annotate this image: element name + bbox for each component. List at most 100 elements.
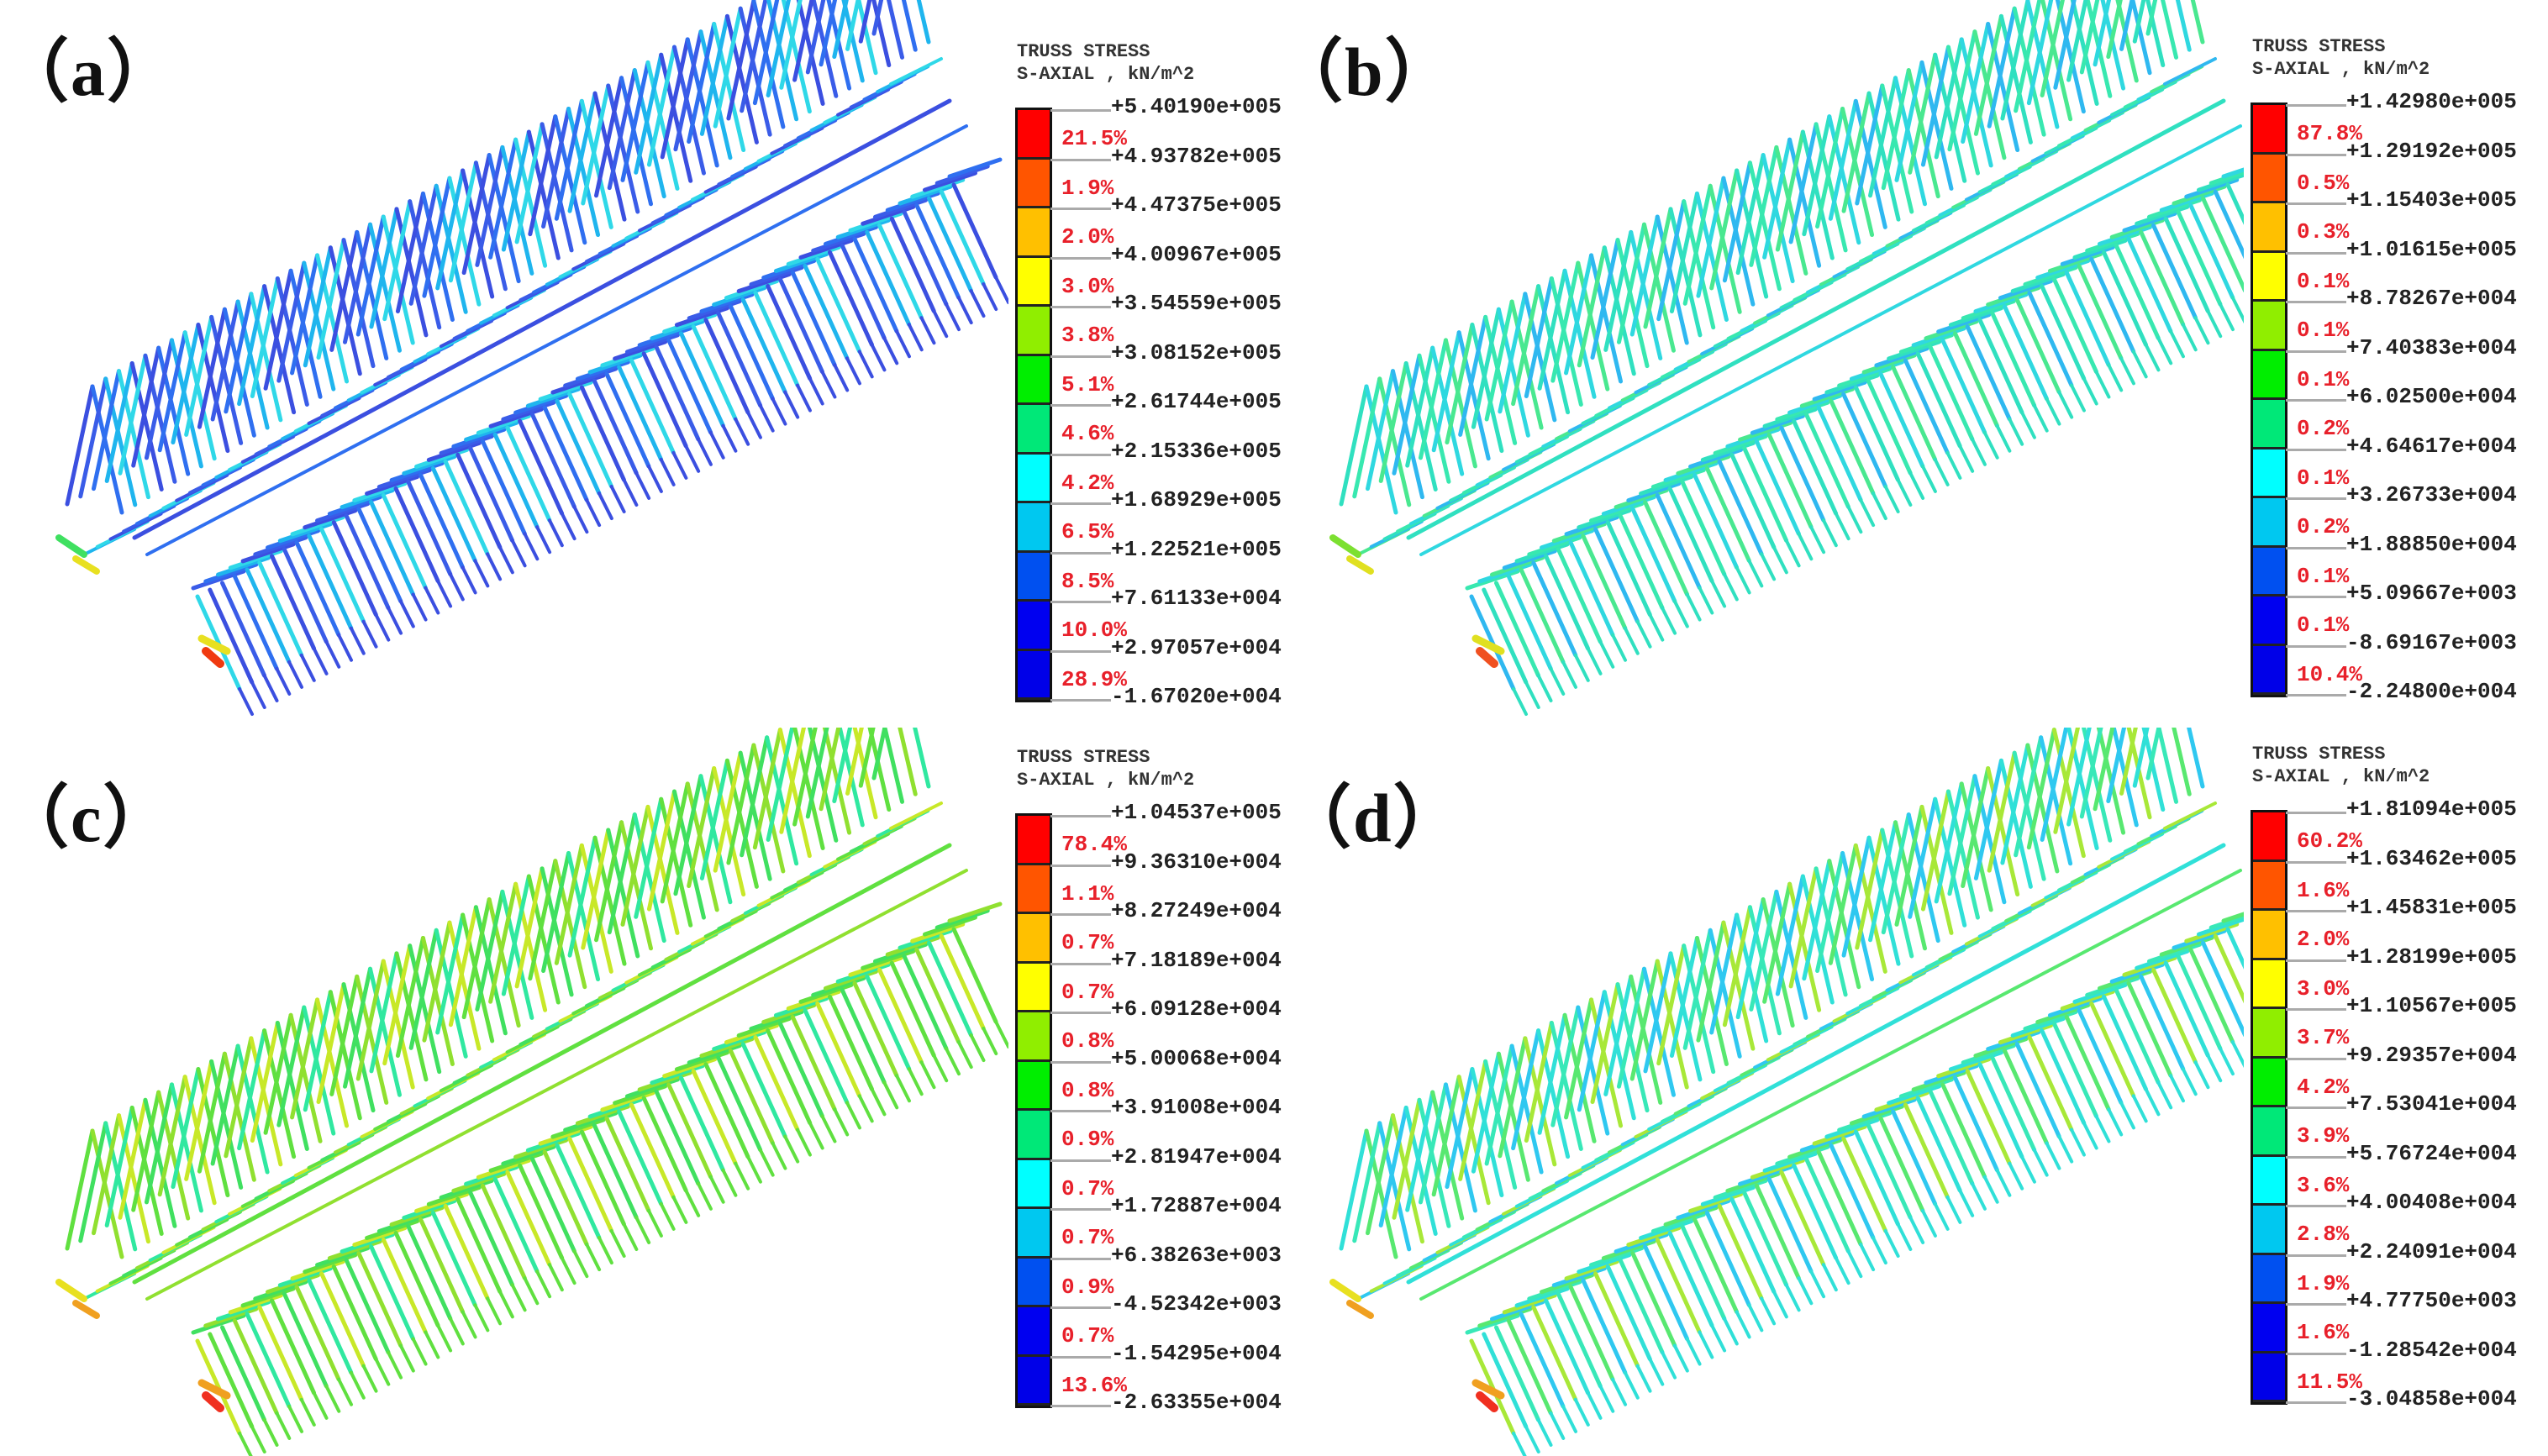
colorbar-segment	[1018, 1012, 1050, 1062]
legend-percent: 8.5%	[1061, 568, 1114, 594]
legend-value: -8.69167e+003	[2346, 629, 2517, 655]
legend-tick	[1050, 551, 1111, 555]
colorbar-segment	[1018, 307, 1050, 356]
legend-value: +7.40383e+004	[2346, 334, 2517, 360]
legend-tick	[2286, 812, 2346, 814]
legend-value: +5.00068e+004	[1111, 1045, 1282, 1071]
panel-label-c: （c）	[0, 780, 174, 856]
legend-tick	[1050, 699, 1111, 702]
legend-percent: 0.1%	[2297, 366, 2350, 392]
legend-value: +8.27249e+004	[1111, 898, 1282, 923]
legend-tick	[2286, 104, 2346, 107]
colorbar-segment	[1018, 1307, 1050, 1357]
legend-tick	[2286, 1205, 2346, 1207]
colorbar-segment	[1018, 1258, 1050, 1307]
legend-value: +1.68929e+005	[1111, 487, 1282, 512]
legend-value: +5.76724e+004	[2346, 1140, 2517, 1166]
legend-value: +1.42980e+005	[2346, 89, 2517, 114]
legend-percent: 0.7%	[1061, 930, 1114, 955]
legend-tick	[2286, 1254, 2346, 1257]
legend-percent: 0.2%	[2297, 514, 2350, 539]
legend-percent: 0.8%	[1061, 1028, 1114, 1054]
legend-tick	[1050, 962, 1111, 965]
legend-tick	[2286, 1008, 2346, 1011]
legend-percent: 3.9%	[2297, 1123, 2350, 1149]
legend-value: +1.63462e+005	[2346, 845, 2517, 871]
truss-model-plot-d	[1329, 728, 2244, 1456]
colorbar-segment	[2253, 252, 2285, 302]
legend-percent: 1.6%	[2297, 1320, 2350, 1345]
legend-value: +3.54559e+005	[1111, 291, 1282, 316]
legend-value: +7.61133e+004	[1111, 586, 1282, 611]
legend-tick	[2286, 399, 2346, 402]
legend-percent: 11.5%	[2297, 1369, 2363, 1395]
legend-percent: 60.2%	[2297, 828, 2363, 854]
legend-value: +7.18189e+004	[1111, 947, 1282, 973]
colorbar-segment	[2253, 547, 2285, 597]
legend-percent: 3.0%	[1061, 273, 1114, 299]
colorbar-segment	[2253, 959, 2285, 1009]
legend-percent: 0.7%	[1061, 979, 1114, 1005]
legend-value: +1.22521e+005	[1111, 536, 1282, 562]
legend-percent: 0.1%	[2297, 612, 2350, 638]
legend-percent: 28.9%	[1061, 666, 1128, 692]
legend-tick	[1050, 1208, 1111, 1211]
colorbar-segment	[2253, 1156, 2285, 1206]
legend-percent: 10.4%	[2297, 661, 2363, 687]
legend-value: +4.47375e+005	[1111, 192, 1282, 218]
colorbar-segment	[2253, 861, 2285, 911]
colorbar-segment	[1018, 454, 1050, 503]
colorbar-segment	[2253, 203, 2285, 253]
panel-label-a: （a）	[0, 34, 178, 110]
truss-model-plot-b	[1329, 0, 2244, 716]
colorbar-segment	[2253, 1304, 2285, 1354]
legend-tick	[1050, 1012, 1111, 1014]
legend-percent: 87.8%	[2297, 121, 2363, 146]
legend-tick	[2286, 959, 2346, 962]
legend-percent: 1.1%	[1061, 880, 1114, 907]
legend-tick	[2286, 448, 2346, 451]
legend-tick	[2286, 153, 2346, 156]
colorbar	[2251, 102, 2287, 697]
legend-value: +6.02500e+004	[2346, 384, 2517, 409]
legend-value: +1.29192e+005	[2346, 138, 2517, 164]
colorbar-segment	[2253, 302, 2285, 351]
legend-tick	[2286, 596, 2346, 598]
legend-tick	[1050, 453, 1111, 456]
colorbar-segment	[1018, 963, 1050, 1012]
legend-value: +3.08152e+005	[1111, 339, 1282, 365]
colorbar-segment	[1018, 1061, 1050, 1111]
legend-value: -1.28542e+004	[2346, 1337, 2517, 1363]
colorbar-segment	[2253, 1058, 2285, 1107]
legend-tick	[2286, 350, 2346, 353]
colorbar-segment	[2253, 400, 2285, 449]
legend-percent: 5.1%	[1061, 371, 1114, 397]
legend-value: +1.81094e+005	[2346, 796, 2517, 822]
legend-percent: 4.6%	[1061, 421, 1114, 446]
legend-value: +6.38263e+003	[1111, 1242, 1282, 1268]
legend-value: -1.67020e+004	[1111, 684, 1282, 709]
legend-percent: 0.1%	[2297, 268, 2350, 294]
legend-tick	[2286, 301, 2346, 303]
colorbar-segment	[2253, 498, 2285, 548]
legend-value: +1.45831e+005	[2346, 895, 2517, 920]
colorbar-segment	[1018, 1159, 1050, 1209]
panel-label-d: （d）	[1282, 780, 1464, 856]
legend-tick	[1050, 355, 1111, 358]
legend-tick	[2286, 251, 2346, 255]
legend-tick	[1050, 1405, 1111, 1407]
legend-value: -2.63355e+004	[1111, 1390, 1282, 1415]
legend-percent: 1.9%	[1061, 175, 1114, 201]
legend-value: +8.78267e+004	[2346, 286, 2517, 311]
colorbar-segment	[2253, 911, 2285, 960]
legend-value: +3.26733e+004	[2346, 482, 2517, 507]
legend-percent: 3.0%	[2297, 975, 2350, 1001]
legend-percent: 1.6%	[2297, 877, 2350, 903]
legend-tick	[1050, 649, 1111, 653]
legend-tick	[1050, 1159, 1111, 1162]
